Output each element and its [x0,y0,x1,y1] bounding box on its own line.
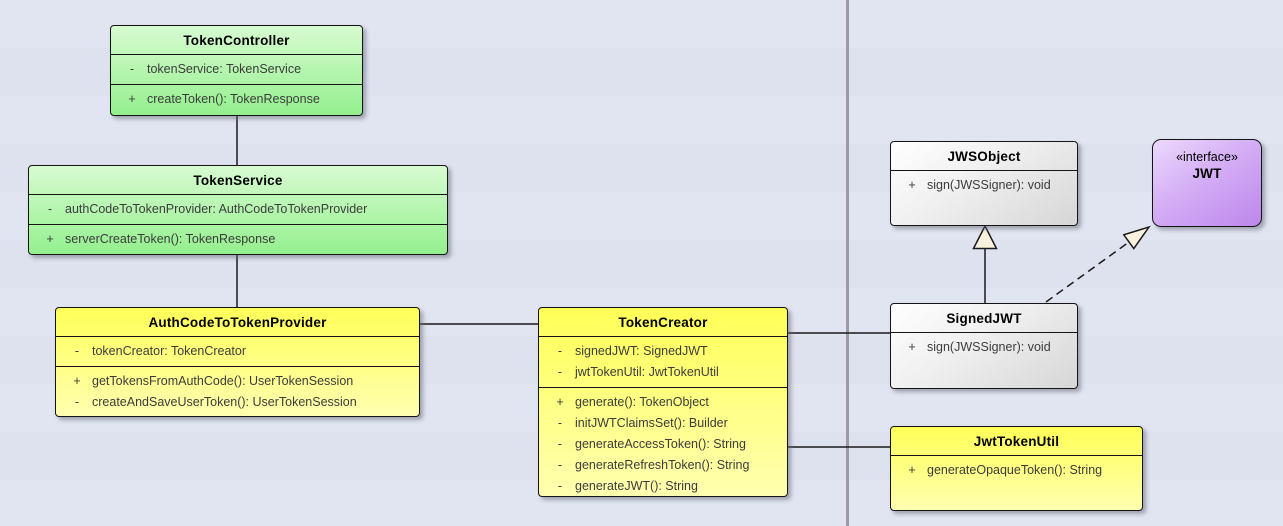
class-token-creator[interactable]: TokenCreator-signedJWT: SignedJWT-jwtTok… [538,307,788,497]
class-header: TokenService [29,166,447,194]
class-token-service[interactable]: TokenService -authCodeToTokenProvider: Au… [28,165,448,255]
class-header: AuthCodeToTokenProvider [56,308,419,336]
methods-compartment: + serverCreateToken(): TokenResponse [29,224,447,254]
member-text: tokenService: TokenService [147,62,302,76]
class-name: JWSObject [947,149,1021,164]
edge-signedjwt-jwt-realization[interactable] [1045,225,1151,303]
class-name: JWT [1192,166,1222,181]
member-row: + generateOpaqueToken(): String [897,460,1136,481]
class-token-controller[interactable]: TokenController -tokenService: TokenServi… [110,25,363,116]
class-name: TokenController [183,33,290,48]
member-row: + sign(JWSSigner): void [897,337,1071,358]
member-row: + getTokensFromAuthCode(): UserTokenSessi… [62,371,413,392]
member-text: authCodeToTokenProvider: AuthCodeToToken… [65,202,368,216]
edge-signedjwt-jwsobject-generalization[interactable] [972,224,998,304]
member-text: jwtTokenUtil: JwtTokenUtil [575,365,719,379]
class-jws-object[interactable]: JWSObject + sign(JWSSigner): void [890,141,1078,226]
member-row: -tokenService: TokenService [117,59,356,80]
attributes-compartment: -signedJWT: SignedJWT-jwtTokenUtil: JwtT… [539,336,787,387]
class-signed-jwt[interactable]: SignedJWT + sign(JWSSigner): void [890,303,1078,389]
class-header: SignedJWT [891,304,1077,332]
class-header: TokenController [111,26,362,54]
class-auth-code-to-token-provider[interactable]: AuthCodeToTokenProvider-tokenCreator: To… [55,307,420,417]
attributes-compartment: -tokenCreator: TokenCreator [56,336,419,366]
methods-compartment: + generateOpaqueToken(): String [891,455,1142,510]
member-text: generateRefreshToken(): String [575,458,750,472]
stereotype-label: «interface» [1176,150,1238,164]
member-row: + serverCreateToken(): TokenResponse [35,229,441,250]
visibility-symbol: - [557,344,563,358]
member-row: -generateJWT(): String [545,476,781,496]
member-text: createToken(): TokenResponse [147,92,320,106]
visibility-symbol: - [74,395,80,409]
class-jwt-token-util[interactable]: JwtTokenUtil + generateOpaqueToken(): Stri… [890,426,1143,511]
visibility-symbol: + [556,395,564,409]
methods-compartment: + sign(JWSSigner): void [891,170,1077,225]
attributes-compartment: -tokenService: TokenService [111,54,362,84]
class-header: JwtTokenUtil [891,427,1142,455]
member-row: -signedJWT: SignedJWT [545,341,781,362]
member-text: serverCreateToken(): TokenResponse [65,232,276,246]
member-row: -generateRefreshToken(): String [545,455,781,476]
visibility-symbol: - [557,458,563,472]
class-name: AuthCodeToTokenProvider [148,315,327,330]
class-header: TokenCreator [539,308,787,336]
member-text: sign(JWSSigner): void [927,178,1051,192]
member-text: sign(JWSSigner): void [927,340,1051,354]
visibility-symbol: - [74,344,80,358]
visibility-symbol: - [557,365,563,379]
methods-compartment: + sign(JWSSigner): void [891,332,1077,388]
member-row: + sign(JWSSigner): void [897,175,1071,196]
class-jwt-interface[interactable]: «interface» JWT [1152,139,1262,227]
methods-compartment: + createToken(): TokenResponse [111,84,362,115]
member-text: generateAccessToken(): String [575,437,746,451]
class-name: TokenCreator [618,315,708,330]
member-row: -initJWTClaimsSet(): Builder [545,413,781,434]
member-text: tokenCreator: TokenCreator [92,344,247,358]
visibility-symbol: + [128,92,136,106]
visibility-symbol: + [73,374,81,388]
member-row: -authCodeToTokenProvider: AuthCodeToToke… [35,199,441,220]
member-row: -generateAccessToken(): String [545,434,781,455]
member-text: initJWTClaimsSet(): Builder [575,416,728,430]
visibility-symbol: - [557,479,563,493]
member-row: -createAndSaveUserToken(): UserTokenSess… [62,392,413,413]
member-row: + createToken(): TokenResponse [117,89,356,110]
class-header: JWSObject [891,142,1077,170]
member-text: generateJWT(): String [575,479,698,493]
member-text: signedJWT: SignedJWT [575,344,708,358]
class-name: TokenService [193,173,283,188]
member-text: createAndSaveUserToken(): UserTokenSessi… [92,395,357,409]
page-boundary-separator [846,0,849,526]
member-text: getTokensFromAuthCode(): UserTokenSessio… [92,374,354,388]
member-text: generate(): TokenObject [575,395,709,409]
class-name: JwtTokenUtil [973,434,1060,449]
visibility-symbol: - [47,202,53,216]
class-name: SignedJWT [946,311,1022,326]
visibility-symbol: - [129,62,135,76]
visibility-symbol: + [908,340,916,354]
visibility-symbol: - [557,437,563,451]
generalization-arrowhead-icon [972,224,998,250]
visibility-symbol: + [46,232,54,246]
member-text: generateOpaqueToken(): String [927,463,1103,477]
member-row: -tokenCreator: TokenCreator [62,341,413,362]
visibility-symbol: - [557,416,563,430]
member-row: -jwtTokenUtil: JwtTokenUtil [545,362,781,383]
class-header: «interface» JWT [1153,140,1261,187]
methods-compartment: +generate(): TokenObject-initJWTClaimsSe… [539,387,787,496]
attributes-compartment: -authCodeToTokenProvider: AuthCodeToToke… [29,194,447,224]
member-row: + generate(): TokenObject [545,392,781,413]
realization-arrowhead-icon [1122,225,1151,250]
visibility-symbol: + [908,178,916,192]
methods-compartment: + getTokensFromAuthCode(): UserTokenSessi… [56,366,419,416]
visibility-symbol: + [908,463,916,477]
